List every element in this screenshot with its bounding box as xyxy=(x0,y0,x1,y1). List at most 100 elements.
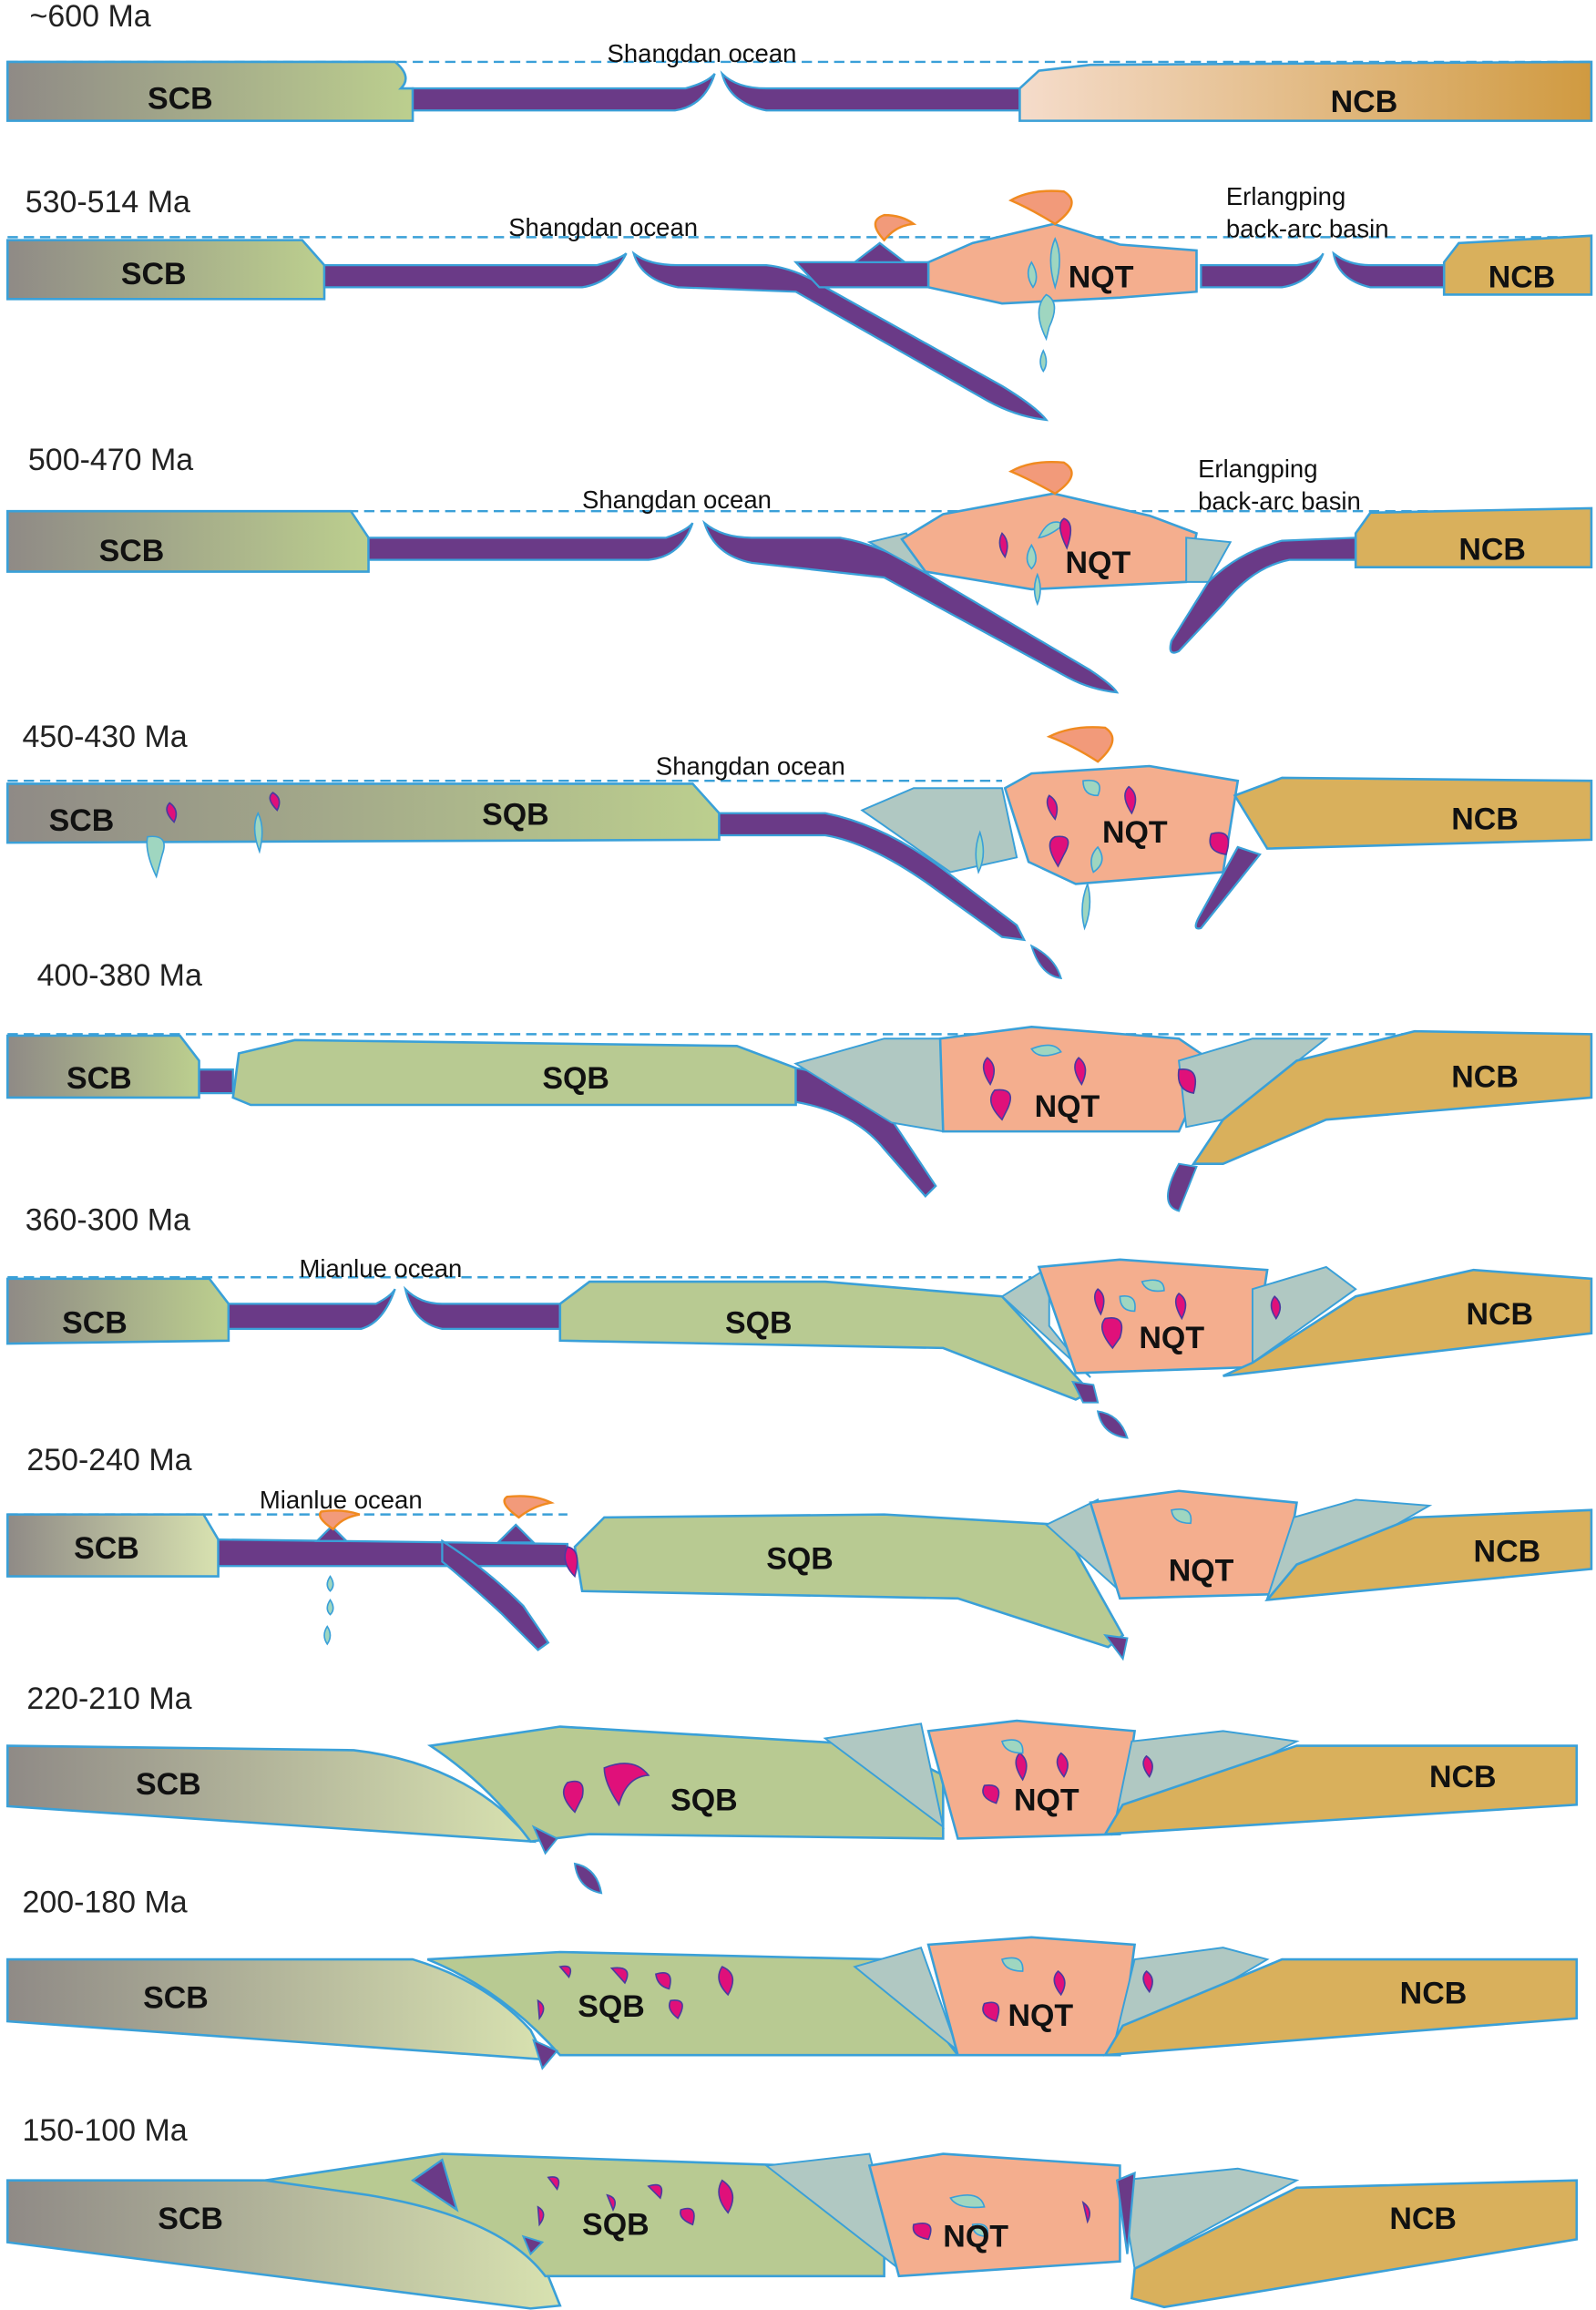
block-label: NCB xyxy=(1466,1297,1533,1332)
fluid-melt xyxy=(1030,1044,1062,1057)
slab-fragment xyxy=(531,1824,603,1895)
panel-400-380ma: 400-380 Ma SCB SQB NQT NCB xyxy=(5,958,1593,1212)
block-label: NQT xyxy=(1035,1089,1100,1124)
age-label: 530-514 Ma xyxy=(26,185,190,220)
sqb-block xyxy=(573,1513,1125,1649)
block-label: NCB xyxy=(1474,1534,1541,1569)
panel-200-180ma: 200-180 Ma SCB SQB NQT NCB xyxy=(5,1885,1579,2070)
ncb-block xyxy=(1354,506,1593,568)
ncb-block xyxy=(1264,1508,1593,1602)
block-label: SCB xyxy=(136,1767,201,1802)
block-label: SCB xyxy=(74,1531,139,1566)
backarc-label: Erlangping xyxy=(1198,455,1317,483)
oceanic-crust xyxy=(720,70,1021,112)
volcanic-plume-icon xyxy=(1008,461,1073,496)
age-label: 500-470 Ma xyxy=(28,443,193,477)
block-label: NCB xyxy=(1429,1760,1497,1794)
slab-fragment xyxy=(1103,1633,1129,1661)
block-label: NQT xyxy=(1169,1553,1234,1588)
slab-fragment xyxy=(532,2039,559,2070)
subducting-slab xyxy=(441,1538,550,1651)
ocean-label: Shangdan ocean xyxy=(608,39,797,67)
oceanic-crust xyxy=(198,1068,234,1095)
block-label: NCB xyxy=(1458,533,1526,567)
sqb-block xyxy=(426,1950,961,2057)
ncb-block xyxy=(1233,776,1593,850)
ncb-block xyxy=(1223,1268,1593,1377)
volcanic-plume-icon xyxy=(318,1509,361,1531)
backarc-label: Erlangping xyxy=(1226,182,1345,210)
accretionary-wedge xyxy=(1251,1265,1357,1365)
volcanic-plume-icon xyxy=(874,213,917,242)
fluid-melt xyxy=(1027,237,1060,373)
fluid-melt xyxy=(323,1575,334,1646)
panel-150-100ma: 150-100 Ma SCB SQB NQT NCB xyxy=(5,2113,1579,2310)
nqt-block xyxy=(926,1936,1137,2057)
block-label: NCB xyxy=(1451,1060,1519,1095)
block-label: SQB xyxy=(725,1306,793,1341)
age-label: ~600 Ma xyxy=(30,0,151,34)
block-label: SCB xyxy=(143,1980,209,2015)
fluid-melt xyxy=(146,779,1103,931)
panel-360-300ma: 360-300 Ma Mianlue ocean SCB SQB NQT NCB xyxy=(5,1202,1593,1439)
age-label: 450-430 Ma xyxy=(22,720,187,754)
ocean-label: Shangdan ocean xyxy=(582,486,772,514)
age-label: 250-240 Ma xyxy=(26,1443,191,1477)
ocean-label: Mianlue ocean xyxy=(300,1254,463,1283)
block-label: NCB xyxy=(1451,802,1519,837)
block-label: SCB xyxy=(49,803,115,838)
ocean-label: Shangdan ocean xyxy=(508,213,698,241)
backarc-crust xyxy=(1200,252,1325,289)
accretionary-wedge xyxy=(823,1722,945,1829)
scb-block xyxy=(5,509,370,573)
block-label: NQT xyxy=(1066,546,1131,580)
magma-intrusion xyxy=(562,1752,1153,1814)
backarc-label: back-arc basin xyxy=(1226,214,1389,242)
block-label: NQT xyxy=(943,2219,1008,2254)
subducting-slab xyxy=(718,812,1027,942)
backarc-label: back-arc basin xyxy=(1198,487,1361,516)
block-label: NQT xyxy=(1008,1998,1073,2033)
panel-600ma: ~600 Ma Shangdan ocean SCB NCB xyxy=(5,0,1593,122)
slab-fragment xyxy=(521,2234,545,2256)
panel-220-210ma: 220-210 Ma SCB SQB NQT NCB xyxy=(5,1681,1579,1895)
volcanic-arc xyxy=(851,241,908,264)
ocean-label: Shangdan ocean xyxy=(656,752,845,781)
block-label: SCB xyxy=(62,1306,128,1341)
age-label: 220-210 Ma xyxy=(26,1681,191,1716)
fluid-melt xyxy=(1001,1739,1024,1754)
volcanic-plume-icon xyxy=(1046,726,1114,763)
ocean-label: Mianlue ocean xyxy=(260,1486,423,1514)
suture-slab xyxy=(411,2158,1136,2254)
block-label: SQB xyxy=(578,1989,645,2024)
panel-450-430ma: 450-430 Ma Shangdan ocean SCB SQB NQT NC… xyxy=(5,720,1593,980)
magma-intrusion xyxy=(982,1057,1197,1121)
block-label: NCB xyxy=(1389,2202,1457,2236)
oceanic-crust xyxy=(404,1285,561,1330)
nqt-block xyxy=(867,2152,1121,2278)
fluid-melt xyxy=(949,2194,989,2237)
fluid-melt xyxy=(1119,1279,1165,1313)
subducting-slab xyxy=(702,519,1120,694)
accretionary-wedge xyxy=(860,787,1018,874)
block-label: SCB xyxy=(99,534,165,568)
age-label: 360-300 Ma xyxy=(26,1202,190,1237)
slab-fragment xyxy=(1167,1162,1198,1212)
block-label: SQB xyxy=(542,1061,609,1096)
age-label: 150-100 Ma xyxy=(22,2113,187,2148)
ncb-block xyxy=(1191,1029,1593,1165)
block-label: SCB xyxy=(158,2202,223,2236)
nqt-block xyxy=(900,492,1198,591)
block-label: SQB xyxy=(670,1784,738,1818)
nqt-block xyxy=(926,222,1198,305)
magma-intrusion xyxy=(1093,1288,1282,1350)
ncb-block xyxy=(1102,1957,1579,2057)
age-label: 200-180 Ma xyxy=(22,1885,187,1919)
oceanic-crust xyxy=(227,1288,396,1330)
oceanic-crust xyxy=(411,73,716,112)
ncb-block xyxy=(1442,234,1593,296)
block-label: NCB xyxy=(1400,1977,1468,2011)
block-label: SQB xyxy=(482,798,549,833)
block-label: SCB xyxy=(121,257,187,291)
